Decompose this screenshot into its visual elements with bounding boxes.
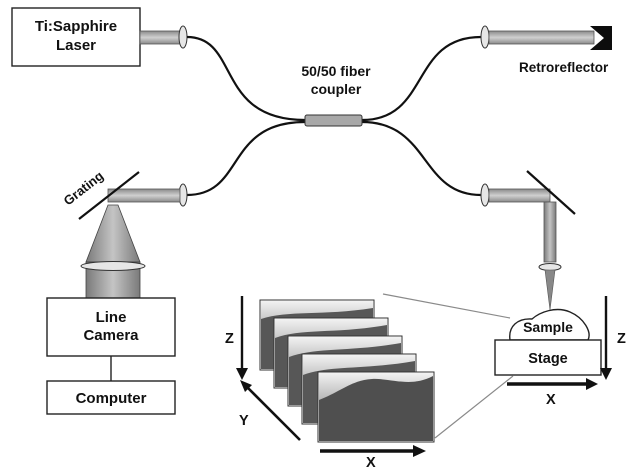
dispersed-light-cone — [85, 204, 141, 263]
scanning-mirror-icon — [526, 170, 576, 215]
coupler-label: 50/50 fiber coupler — [301, 63, 371, 97]
grating-icon — [78, 171, 140, 220]
sample-beam-vertical — [543, 201, 557, 263]
stage-z-arrowhead — [600, 368, 612, 380]
label-line: Camera — [83, 327, 139, 344]
computer-label: Computer — [76, 390, 147, 407]
reference-beam — [488, 30, 595, 45]
sample-shape — [509, 308, 590, 341]
projection-line-bottom — [434, 375, 514, 439]
collimator-reference — [480, 25, 490, 49]
computer-box — [46, 380, 176, 415]
laser-box — [11, 7, 141, 67]
camera-box — [46, 297, 176, 357]
stack-z-arrowhead — [236, 368, 248, 380]
fiber-coupler — [304, 114, 363, 127]
fiber-laser — [186, 35, 306, 122]
projection-line-top — [382, 293, 511, 319]
stack-z-label: Z — [225, 331, 234, 347]
sample-label: Sample — [523, 319, 573, 335]
stage-box — [494, 339, 602, 376]
stage-x-label: X — [546, 392, 556, 408]
retroreflector-label: Retroreflector — [519, 60, 609, 75]
sample-beam-horizontal — [488, 188, 551, 203]
fiber-sample — [361, 120, 482, 197]
spectrometer-beam — [107, 188, 181, 203]
stack-y-label: Y — [239, 413, 249, 429]
fiber-spectrometer — [186, 120, 306, 197]
stack-x-arrowhead — [413, 445, 426, 457]
stack-x-label: X — [366, 455, 376, 470]
collimator-sample — [480, 183, 490, 207]
stage-label: Stage — [528, 351, 568, 367]
label-line: Line — [96, 309, 127, 326]
focused-beam — [544, 269, 556, 311]
laser-beam — [139, 30, 183, 45]
label-line: 50/50 fiber — [301, 63, 371, 79]
label-line: Ti:Sapphire — [35, 18, 117, 35]
stack-y-arrowhead — [240, 380, 252, 392]
retroreflector-icon — [590, 26, 612, 50]
label-line: coupler — [311, 81, 362, 97]
label-line: Laser — [56, 37, 96, 54]
stack-y-arrow — [245, 385, 301, 441]
bscan-frame-front — [317, 371, 435, 443]
fiber-reference — [361, 35, 482, 122]
focusing-lens — [80, 261, 146, 271]
stage-z-label: Z — [617, 331, 626, 347]
stage-x-arrowhead — [586, 378, 598, 390]
collimator-laser — [178, 25, 188, 49]
bscan-stack — [259, 299, 435, 443]
objective-lens — [538, 263, 562, 271]
